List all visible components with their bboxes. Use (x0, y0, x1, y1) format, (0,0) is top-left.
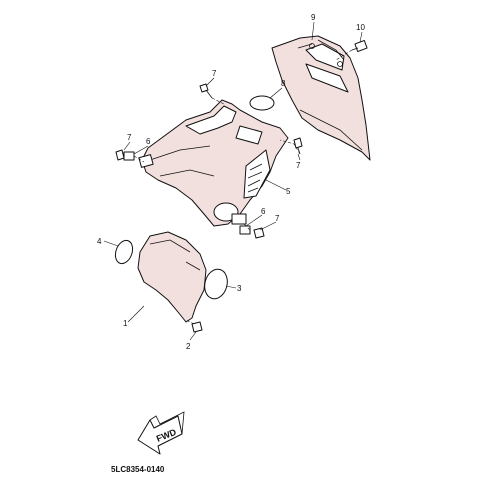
callout-1: 1 (123, 319, 128, 328)
part-7-screw-lower-right[interactable] (253, 227, 265, 239)
callout-6-left: 6 (146, 137, 151, 146)
part-10-bolt[interactable] (351, 40, 368, 52)
callout-4: 4 (97, 237, 102, 246)
callout-7-top: 7 (212, 69, 217, 78)
callout-7-lower: 7 (275, 214, 280, 223)
assembly-dashed-lines (133, 49, 353, 325)
callout-9: 9 (311, 13, 316, 22)
part-3-ring[interactable] (201, 267, 230, 302)
part-2-screw[interactable] (191, 321, 203, 333)
callout-8: 8 (281, 79, 286, 88)
part-6-nut-left[interactable] (123, 151, 135, 161)
drawing-code: 5LC8354-0140 (111, 465, 165, 474)
part-9-side-panel[interactable] (271, 35, 371, 161)
part-4-ring[interactable] (112, 238, 135, 266)
callout-labels: 9 10 7 8 7 6 7 5 6 7 4 3 1 2 (97, 13, 365, 351)
part-7-screw-left[interactable] (115, 149, 125, 161)
callout-7-right: 7 (296, 161, 301, 170)
callout-2: 2 (186, 342, 191, 351)
part-7-screw-right[interactable] (293, 137, 303, 155)
callout-6-right: 6 (261, 207, 266, 216)
callout-5: 5 (286, 187, 291, 196)
part-7-screw-upper[interactable] (199, 83, 213, 99)
part-8-grommet[interactable] (249, 95, 275, 111)
callout-3: 3 (237, 284, 242, 293)
callout-7-left: 7 (127, 133, 132, 142)
part-6-nut-right[interactable] (239, 225, 251, 235)
callout-10: 10 (356, 23, 365, 32)
leader-lines (103, 21, 363, 341)
fwd-arrow: FWD (137, 411, 185, 455)
part-5-under-cowling[interactable] (138, 99, 289, 227)
part-1-front-cover[interactable] (137, 231, 207, 323)
